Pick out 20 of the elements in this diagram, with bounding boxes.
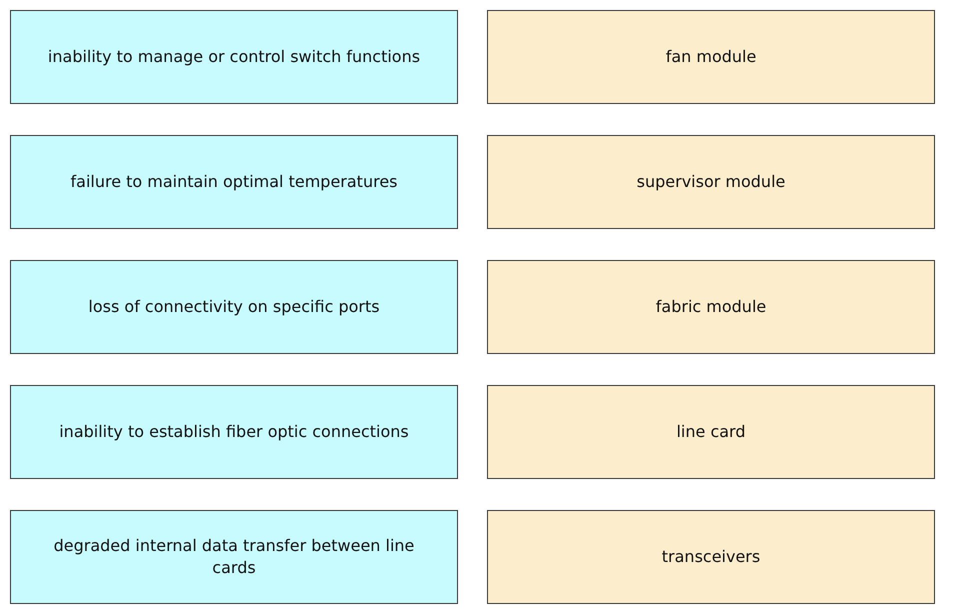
symptom-box (10, 260, 458, 354)
box-label: degraded internal data transfer between line cards (52, 535, 416, 579)
box-label: inability to manage or control switch functions (48, 46, 420, 68)
symptom-box (10, 510, 458, 604)
symptom-box (10, 135, 458, 229)
symptom-box (10, 385, 458, 479)
component-box (487, 260, 935, 354)
component-box (487, 10, 935, 104)
box-label: fan module (666, 46, 756, 68)
symptom-box (10, 10, 458, 104)
component-box (487, 135, 935, 229)
box-label: fabric module (656, 296, 766, 318)
box-label: loss of connectivity on specific ports (88, 296, 380, 318)
box-label: inability to establish fiber optic connections (59, 421, 409, 443)
box-label: supervisor module (636, 171, 786, 193)
component-box (487, 510, 935, 604)
component-box (487, 385, 935, 479)
box-label: transceivers (662, 546, 760, 568)
box-label: line card (676, 421, 746, 443)
box-label: failure to maintain optimal temperatures (70, 171, 398, 193)
